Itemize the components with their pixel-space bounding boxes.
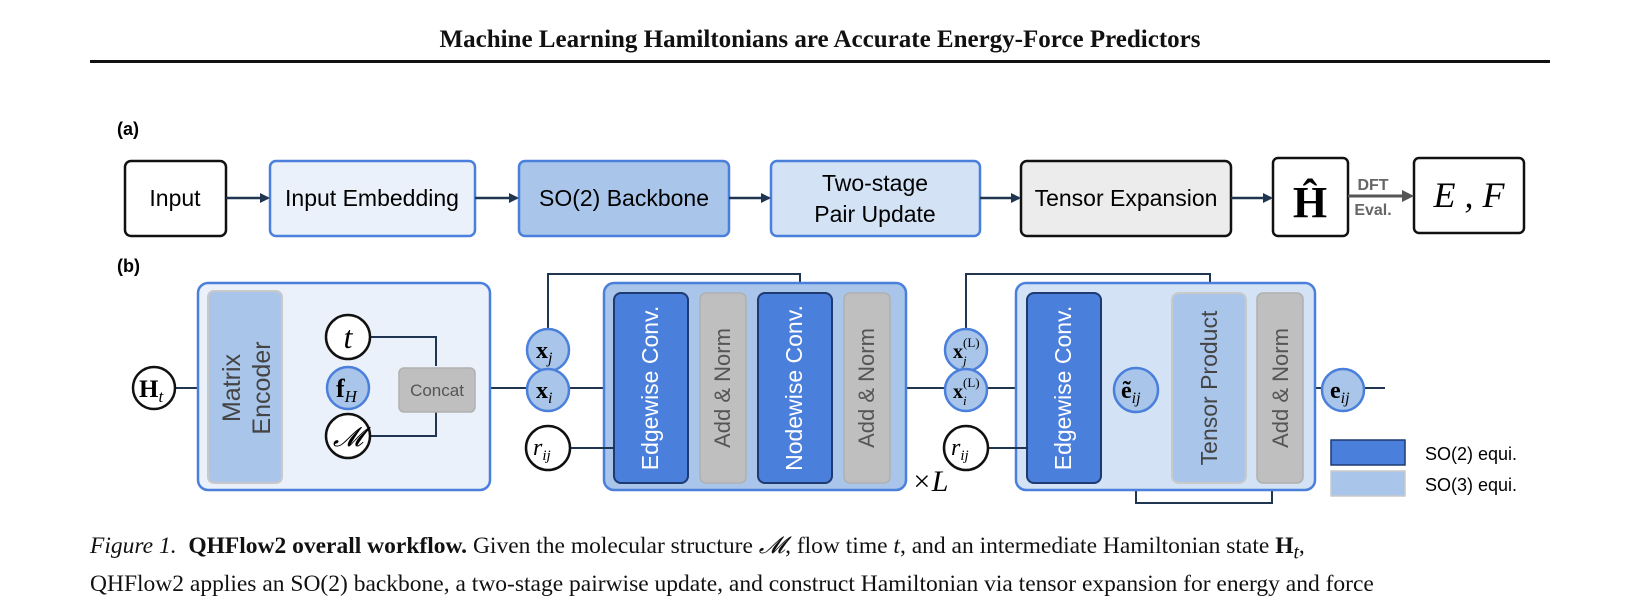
t-node xyxy=(324,313,372,361)
xil-sup: (L) xyxy=(963,375,980,390)
matrix-encoder-block xyxy=(207,290,283,484)
rij-text-2: rij xyxy=(951,435,969,464)
tensor-product-block xyxy=(1171,292,1247,484)
rij-node-1 xyxy=(524,424,572,472)
rij-sub-1: ij xyxy=(542,448,550,464)
edgewise-conv-block xyxy=(613,292,689,484)
matrix-encoder-line2: Encoder xyxy=(248,341,276,434)
stage-hamiltonian-label: Ĥ xyxy=(1293,178,1327,227)
eval-label: Eval. xyxy=(1354,202,1391,219)
workflow-figure: (a) Input Input Embedding SO(2) Backbone… xyxy=(117,119,1526,504)
stage-output xyxy=(1412,156,1526,235)
xi-sub: i xyxy=(548,390,552,407)
xi-text: xi xyxy=(536,378,552,407)
rij-node-2 xyxy=(942,424,990,472)
tensor-product-label: Tensor Product xyxy=(1196,310,1222,465)
eij-main: e xyxy=(1330,378,1341,404)
ht-sub: t xyxy=(158,387,164,406)
figure-caption: Figure 1. QHFlow2 overall workflow. Give… xyxy=(90,531,1550,599)
xjl-text: x(L) xyxy=(953,335,980,363)
eij-sub: ij xyxy=(1341,390,1350,407)
stage-tensor-expansion-label: Tensor Expansion xyxy=(1035,185,1218,211)
caption-text-1: Given the molecular structure xyxy=(472,533,759,559)
caption-m: 𝓜 xyxy=(758,533,786,559)
eij-tilde-node xyxy=(1112,366,1160,414)
eij-tilde-text: ẽij xyxy=(1121,378,1141,407)
m-node xyxy=(324,412,372,460)
concat-label: Concat xyxy=(410,381,464,400)
legend-label-so2: SO(2) equi. xyxy=(1425,444,1517,464)
rij-text-1: rij xyxy=(533,435,551,464)
panel-b-label: (b) xyxy=(117,256,140,276)
xj-sub: j xyxy=(546,350,553,367)
fh-node xyxy=(325,365,371,411)
eij-tilde-sub: ij xyxy=(1132,390,1141,407)
stage-output-label: E , F xyxy=(1433,175,1506,215)
stage-input-label: Input xyxy=(149,185,201,211)
xil-sub: i xyxy=(963,393,967,408)
eij-output-node xyxy=(1320,367,1366,413)
add-norm-label-3: Add & Norm xyxy=(1268,328,1293,448)
t-wire xyxy=(371,336,437,366)
legend: SO(2) equi. SO(3) equi. xyxy=(1330,439,1517,497)
nodewise-conv-label: Nodewise Conv. xyxy=(781,305,807,471)
xjl-main: x xyxy=(953,341,963,363)
m-wire xyxy=(371,410,437,437)
caption-h-sub: t xyxy=(1293,542,1299,564)
rij-sub-2: ij xyxy=(960,448,968,464)
caption-text-3: , and an intermediate Hamiltonian state xyxy=(899,533,1276,559)
pair-edgewise-conv-block xyxy=(1026,292,1102,484)
panel-a-label: (a) xyxy=(117,119,139,139)
stage-pair-update-line1: Two-stage xyxy=(822,170,928,196)
rij-main-2: r xyxy=(951,435,961,461)
fh-node-sub: H xyxy=(344,387,359,406)
header-rule xyxy=(90,60,1550,63)
caption-h: H xyxy=(1275,533,1294,559)
legend-swatch-so2 xyxy=(1330,439,1406,466)
stage-input-embedding-label: Input Embedding xyxy=(285,185,459,211)
rij-main-1: r xyxy=(533,435,543,461)
nodewise-conv-block xyxy=(757,292,833,484)
xi-main: x xyxy=(536,378,548,404)
caption-prefix: Figure 1. xyxy=(90,533,177,559)
concat-block xyxy=(398,367,476,413)
caption-title: QHFlow2 overall workflow. xyxy=(188,533,468,559)
stage-so2-backbone-label: SO(2) Backbone xyxy=(539,185,709,211)
fh-node-text: fH xyxy=(336,374,359,406)
fh-node-main: f xyxy=(336,374,345,403)
xil-node xyxy=(943,367,989,413)
t-node-label: t xyxy=(344,319,354,355)
add-norm-label-2: Add & Norm xyxy=(854,328,879,448)
caption-t: t xyxy=(893,533,900,559)
dft-label: DFT xyxy=(1357,177,1388,194)
xil-text: x(L) xyxy=(953,375,980,403)
add-norm-block-1 xyxy=(699,292,747,484)
pair-edgewise-conv-label: Edgewise Conv. xyxy=(1050,306,1076,471)
legend-label-so3: SO(3) equi. xyxy=(1425,475,1517,495)
xil-main: x xyxy=(953,381,963,403)
xjl-sub: j xyxy=(961,353,967,368)
add-norm-block-2 xyxy=(843,292,891,484)
xjl-sup: (L) xyxy=(963,335,980,350)
add-norm-block-3 xyxy=(1256,292,1304,484)
panel-a-stages: Input Input Embedding SO(2) Backbone Two… xyxy=(123,156,1526,238)
caption-line-2: QHFlow2 applies an SO(2) backbone, a two… xyxy=(90,570,1374,597)
repeat-label: ×L xyxy=(912,465,949,498)
caption-text-4: , xyxy=(1298,533,1305,559)
ht-input-text: Ht xyxy=(139,376,164,406)
xj-text: xj xyxy=(536,338,553,367)
xj-main: x xyxy=(536,338,548,364)
add-norm-label-1: Add & Norm xyxy=(710,328,735,448)
caption-text-2: , flow time xyxy=(785,533,894,559)
matrix-encoder-line1: Matrix xyxy=(218,353,246,422)
xi-node xyxy=(525,367,571,413)
edgewise-conv-label: Edgewise Conv. xyxy=(637,306,663,471)
ht-input-node xyxy=(131,365,177,411)
eij-output-text: eij xyxy=(1330,378,1350,407)
legend-swatch-so3 xyxy=(1330,470,1406,497)
eij-tilde-main: ẽ xyxy=(1121,378,1132,404)
running-title: Machine Learning Hamiltonians are Accura… xyxy=(439,26,1201,53)
ht-main: H xyxy=(139,376,159,403)
stage-pair-update-line2: Pair Update xyxy=(814,201,935,227)
